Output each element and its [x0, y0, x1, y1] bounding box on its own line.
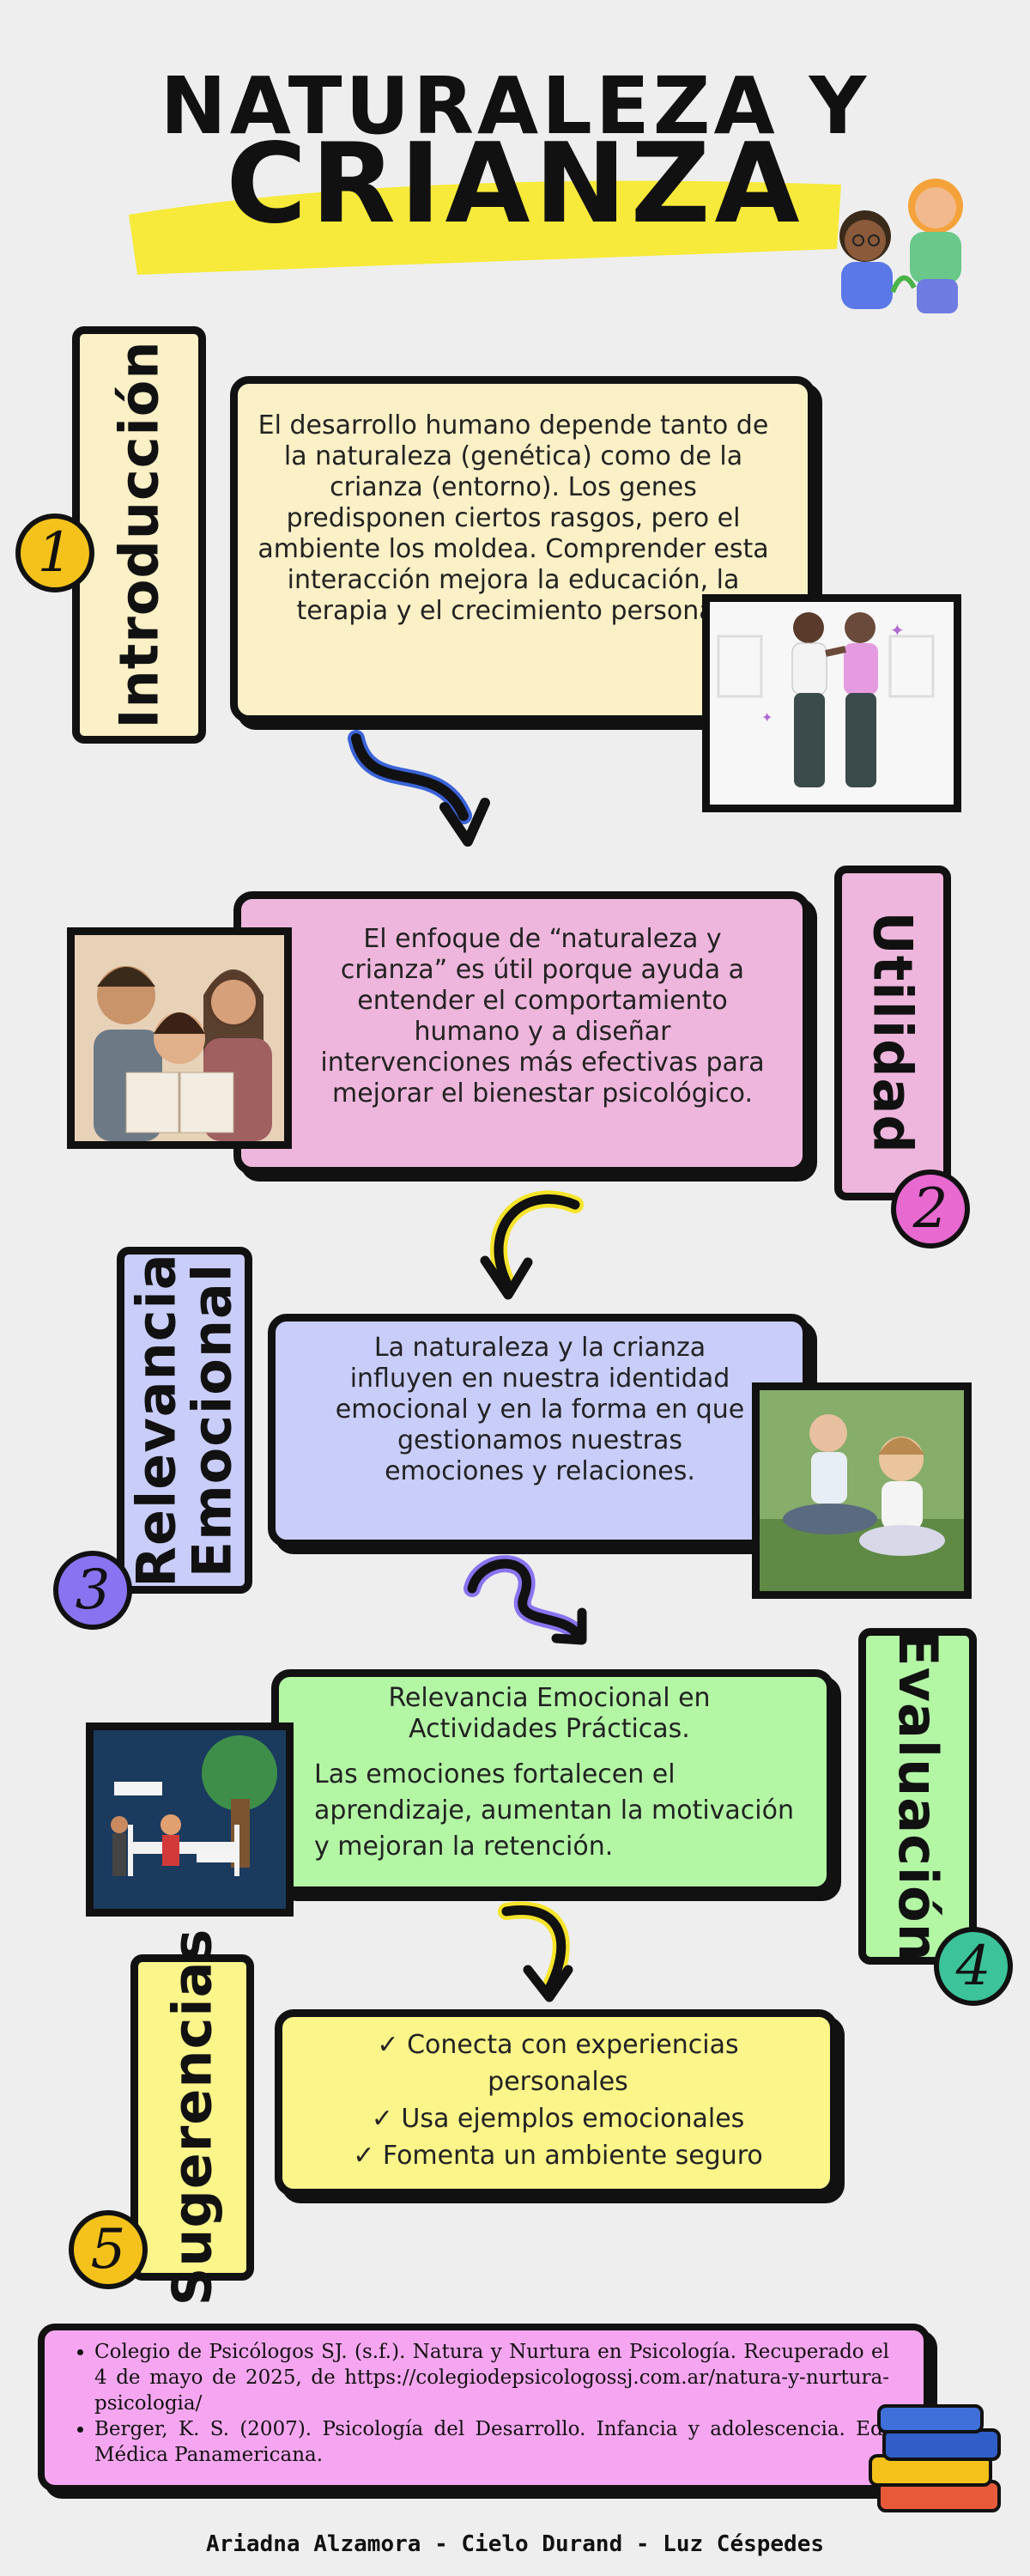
- tab-relevancia-line2: Emocional: [181, 1262, 245, 1578]
- badge-2: 2: [891, 1170, 970, 1249]
- sugerencias-card: [275, 2009, 838, 2196]
- relevancia-text: La naturaleza y la crianza influyen en n…: [335, 1333, 745, 1486]
- kids-illustration: [839, 179, 963, 313]
- reference-item-2: Berger, K. S. (2007). Psicología del Des…: [94, 2416, 889, 2468]
- tab-sugerencias: Sugerencias: [130, 1929, 254, 2306]
- tab-evaluacion-label: Evaluación: [886, 1630, 949, 1963]
- tab-relevancia-line1: Relevancia: [124, 1253, 188, 1588]
- utilidad-card: [233, 891, 810, 1175]
- utilidad-text: El enfoque de “naturaleza y crianza” es …: [320, 924, 765, 1109]
- evaluacion-text-title: Relevancia Emocional en Actividades Prác…: [283, 1683, 815, 1745]
- arrow-1: [348, 730, 490, 847]
- title-highlight: [129, 180, 841, 275]
- evaluacion-text: Las emociones fortalecen el aprendizaje,…: [314, 1759, 794, 1862]
- sugerencias-list: ✓ Conecta con experiencias personales ✓ …: [300, 2026, 815, 2174]
- tab-relevancia-emocional: Relevancia Emocional: [117, 1247, 252, 1594]
- svg-text:✦: ✦: [890, 620, 905, 641]
- sugerencia-item-1: ✓ Conecta con experiencias personales: [377, 2030, 739, 2097]
- nurture-nature-illustration: [86, 1722, 294, 1917]
- title-line-2: CRIANZA: [226, 120, 804, 248]
- intro-text: El desarrollo humano depende tanto de la…: [258, 410, 769, 626]
- badge-1: 1: [15, 513, 94, 592]
- svg-text:✦: ✦: [761, 709, 772, 726]
- badge-3: 3: [53, 1551, 132, 1630]
- evaluacion-title-line1: Relevancia Emocional en: [388, 1683, 711, 1713]
- reference-item-1: Colegio de Psicólogos SJ. (s.f.). Natura…: [94, 2339, 889, 2416]
- tab-evaluacion: Evaluación: [858, 1628, 977, 1965]
- tab-introduccion-label: Introducción: [107, 340, 171, 730]
- arrow-4: [498, 1901, 573, 2002]
- sugerencia-item-3: ✓ Fomenta un ambiente seguro: [353, 2141, 763, 2171]
- badge-4: 4: [934, 1927, 1013, 2006]
- family-reading-photo: [67, 927, 292, 1149]
- sugerencia-item-2: ✓ Usa ejemplos emocionales: [371, 2104, 745, 2134]
- badge-5: 5: [69, 2210, 148, 2289]
- authors-footer: Ariadna Alzamora - Cielo Durand - Luz Cé…: [205, 2531, 825, 2557]
- tab-utilidad: Utilidad: [834, 866, 951, 1200]
- title-line-1: NATURALEZA Y: [160, 60, 870, 152]
- arrow-3: [464, 1555, 587, 1645]
- two-boys-illustration: ✦ ✦: [702, 594, 961, 812]
- tab-sugerencias-label: Sugerencias: [161, 1929, 224, 2306]
- relevancia-card: [268, 1314, 810, 1547]
- evaluacion-card: [271, 1669, 834, 1894]
- tab-relevancia-label: Relevancia Emocional: [124, 1253, 245, 1588]
- arrow-2: [480, 1190, 584, 1300]
- tab-introduccion: Introducción: [72, 326, 206, 744]
- books-icon: [869, 2404, 1001, 2512]
- references-box: Colegio de Psicólogos SJ. (s.f.). Natura…: [38, 2324, 930, 2492]
- evaluacion-title-line2: Actividades Prácticas.: [409, 1714, 690, 1744]
- meditation-photo: [752, 1382, 972, 1599]
- tab-utilidad-label: Utilidad: [861, 911, 924, 1155]
